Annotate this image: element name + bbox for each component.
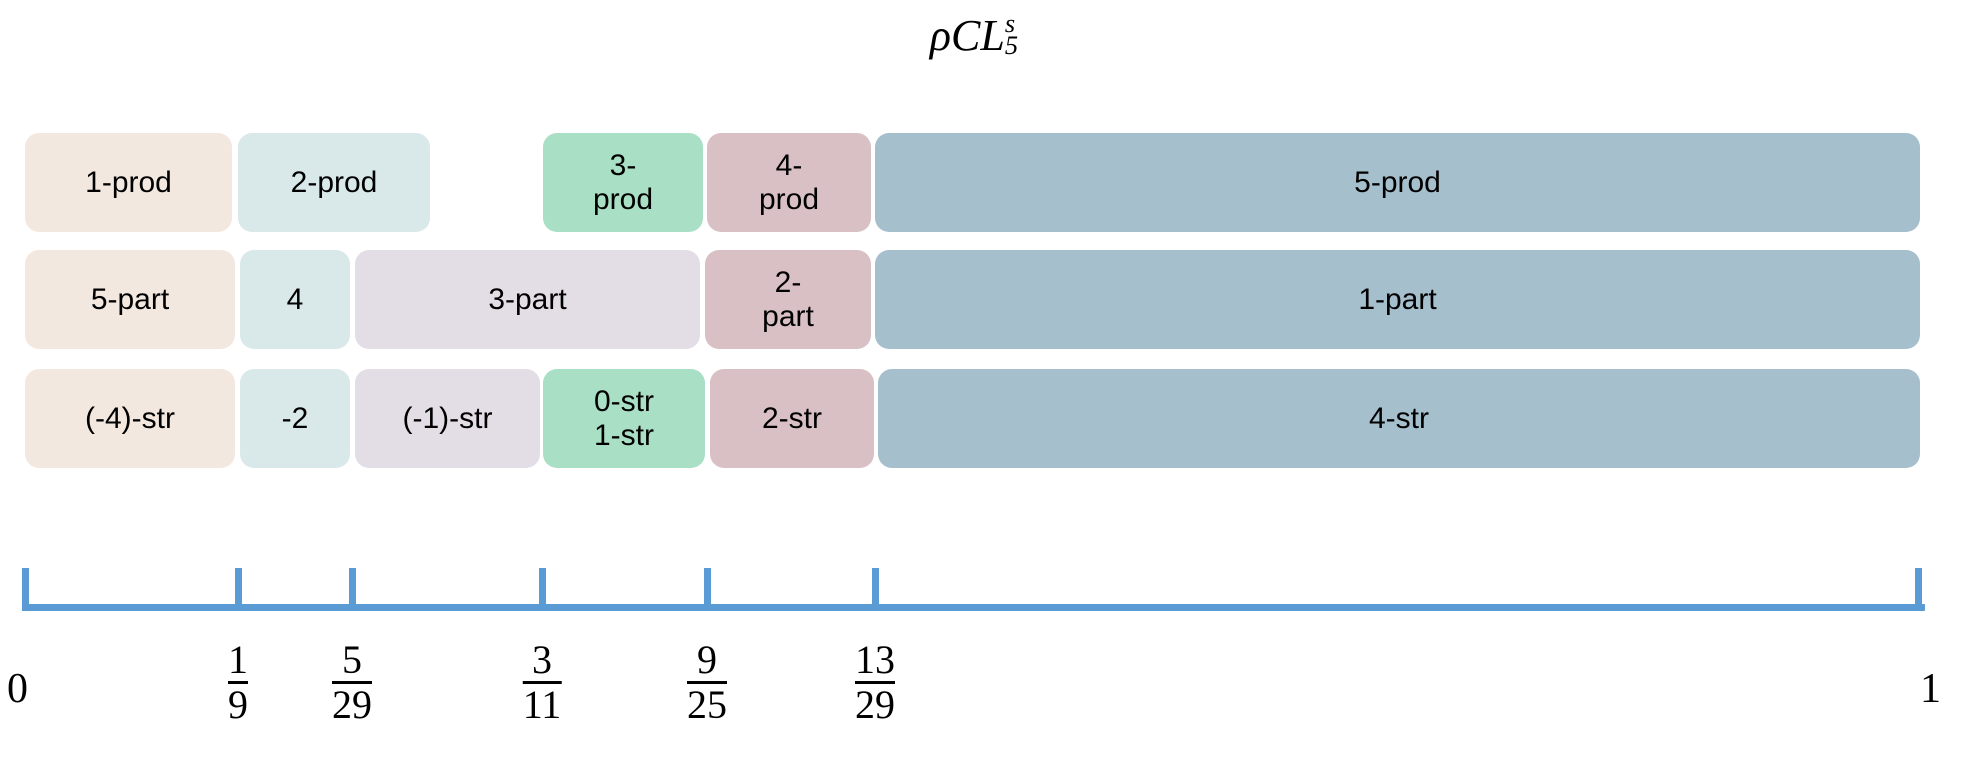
axis-baseline [25,604,1925,611]
bar-segment: 5-part [25,250,235,349]
fraction-denominator: 11 [522,680,562,727]
fraction-denominator: 29 [855,680,895,727]
axis-tick [1915,568,1922,611]
fraction-denominator: 25 [687,680,727,727]
bar-segment: 5-prod [875,133,1920,232]
fraction-numerator: 3 [531,637,552,682]
bar-segment: -2 [240,369,350,468]
title-rho: ρ [929,11,952,60]
bar-segment: 4- prod [707,133,871,232]
tick-label-integer: 1 [1920,666,1941,712]
axis-tick [539,568,546,611]
bar-segment: 2- part [705,250,871,349]
axis-tick [349,568,356,611]
tick-label-integer: 0 [7,666,28,712]
bar-segment: 4 [240,250,350,349]
bar-segment: 1-prod [25,133,232,232]
bar-segment: 4-str [878,369,1920,468]
bar-segment: 3- prod [543,133,703,232]
bar-segment: 3-part [355,250,700,349]
bar-segment: (-4)-str [25,369,235,468]
bar-segment: 1-part [875,250,1920,349]
fraction-numerator: 5 [342,637,362,682]
fraction-numerator: 1 [228,637,248,682]
fraction-denominator: 9 [228,680,248,727]
fraction-numerator: 9 [697,637,717,682]
bar-segment: (-1)-str [355,369,540,468]
axis-tick [872,568,879,611]
title-superscript: s [1004,8,1016,38]
figure-title: ρCL s 5 [0,10,1962,62]
bar-segment: 2-prod [238,133,430,232]
fraction-denominator: 29 [332,680,372,727]
axis-tick [22,568,29,611]
axis-tick [704,568,711,611]
fraction-numerator: 13 [855,637,895,682]
bar-segment: 2-str [710,369,874,468]
title-script-group: s 5 [1004,10,1032,62]
axis-tick [235,568,242,611]
title-subscript: 5 [1004,29,1019,60]
title-name: CL [951,11,1005,60]
bar-segment: 0-str 1-str [543,369,705,468]
